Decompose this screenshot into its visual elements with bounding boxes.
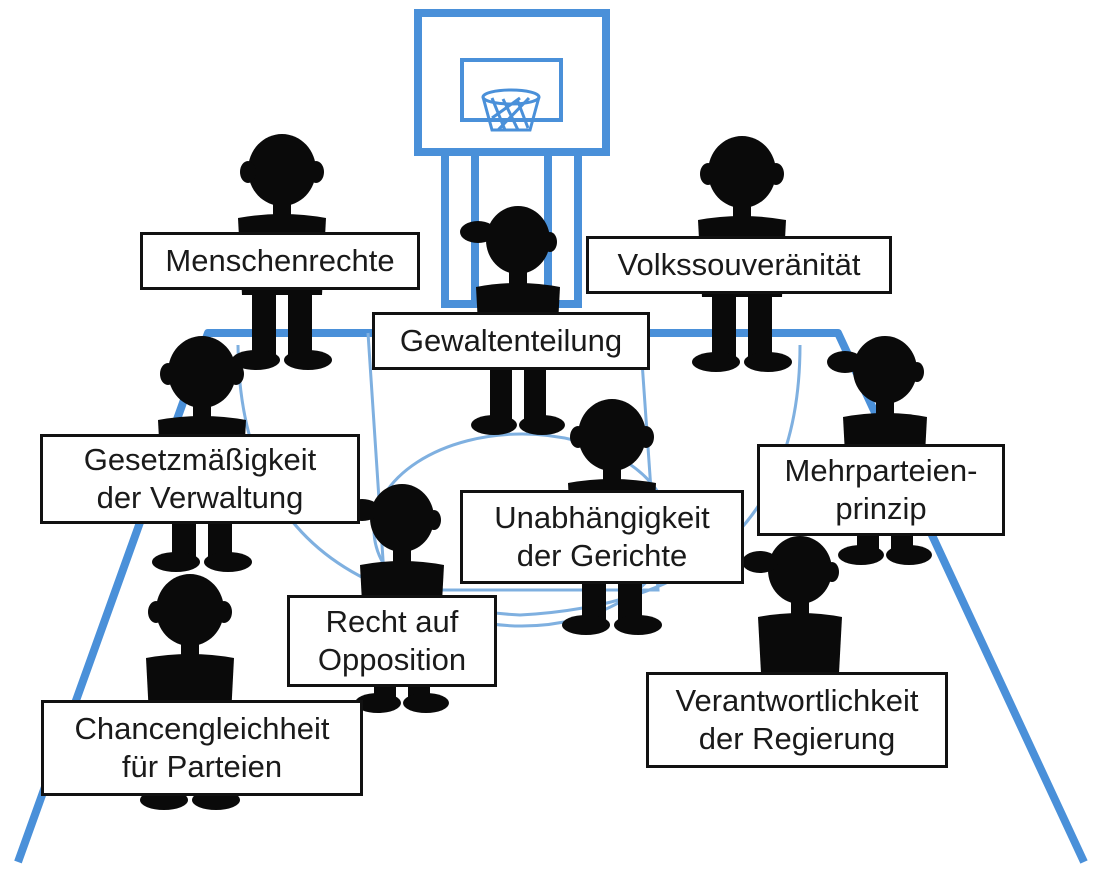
sign-menschenrechte: Menschenrechte — [140, 232, 420, 290]
sign-mehrparteienprinzip: Mehrparteien- prinzip — [757, 444, 1005, 536]
sign-unabhaengigkeit: Unabhängigkeit der Gerichte — [460, 490, 744, 584]
key-area-line — [366, 332, 660, 592]
sign-gesetzmaessigkeit: Gesetzmäßigkeit der Verwaltung — [40, 434, 360, 524]
basketball-backboard-icon — [414, 9, 610, 308]
sign-chancengleichheit: Chancengleichheit für Parteien — [41, 700, 363, 796]
sign-verantwortlichkeit: Verantwortlichkeit der Regierung — [646, 672, 948, 768]
sign-gewaltenteilung: Gewaltenteilung — [372, 312, 650, 370]
basketball-hoop-icon — [481, 88, 541, 132]
sign-volkssouveraenitaet: Volkssouveränität — [586, 236, 892, 294]
sign-recht-auf-opposition: Recht auf Opposition — [287, 595, 497, 687]
